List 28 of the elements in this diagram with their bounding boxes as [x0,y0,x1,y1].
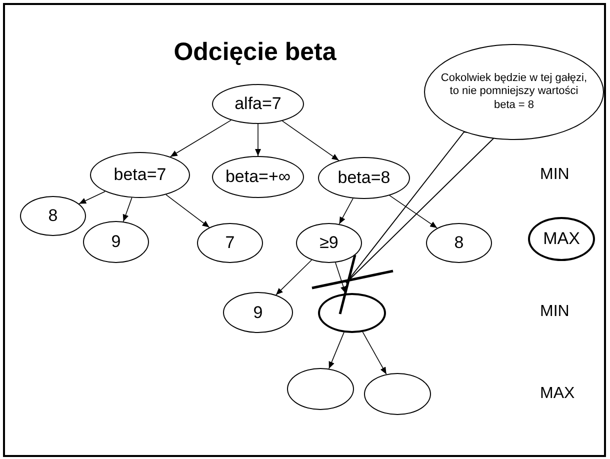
arrow [78,191,106,204]
arrow [282,120,340,161]
tree-node: beta=8 [318,157,410,199]
tree-node: 7 [197,223,263,263]
tree-node: ≥9 [296,223,362,263]
level-label: MIN [540,303,570,321]
arrow [276,260,312,296]
arrow [335,262,346,294]
arrow [389,195,438,228]
arrow [170,120,232,158]
tree-node: 9 [83,221,149,263]
level-label: MIN [540,166,570,184]
title: Odcięcie beta [172,38,338,67]
arrow [362,332,387,375]
tree-node: 8 [426,223,492,263]
arrow [338,198,354,224]
tree-node: 8 [20,196,86,236]
tree-node: beta=7 [90,152,190,198]
arrow [166,194,210,228]
arrow [255,124,261,156]
level-ellipse: MAX [528,217,595,261]
level-label: MAX [540,385,575,403]
speech-bubble: Cokolwiek będzie w tej gałęzi, to nie pomniejszy wartości beta = 8 [424,44,604,140]
arrow [328,332,344,370]
tree-node: beta=+∞ [212,156,304,198]
tree-node: 9 [223,292,293,333]
arrow [122,197,132,222]
tree-node: alfa=7 [212,84,304,124]
